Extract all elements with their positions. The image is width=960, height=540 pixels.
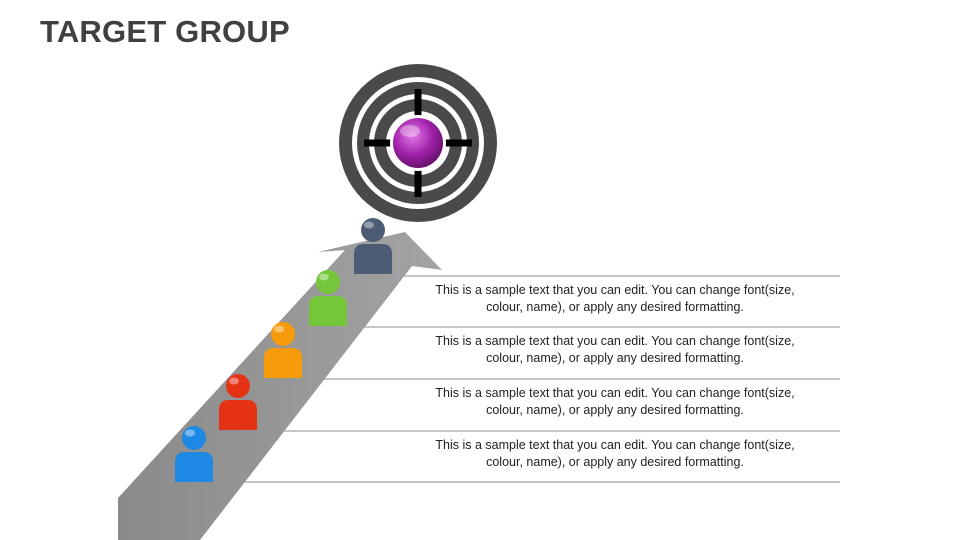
text-block-1: This is a sample text that you can edit.… [435, 283, 795, 314]
bullseye-icon [393, 118, 443, 168]
person-icon-red [219, 374, 257, 430]
arrow-shape [118, 232, 442, 540]
person-icon-slate [354, 218, 392, 274]
text-block-2: This is a sample text that you can edit.… [435, 334, 795, 365]
target-icon [339, 64, 497, 222]
person-icon-orange [264, 322, 302, 378]
text-block-4: This is a sample text that you can edit.… [435, 438, 795, 469]
text-block-3: This is a sample text that you can edit.… [435, 386, 795, 417]
person-icon-blue [175, 426, 213, 482]
slide-title: TARGET GROUP [40, 14, 290, 49]
person-icon-green [309, 270, 347, 326]
